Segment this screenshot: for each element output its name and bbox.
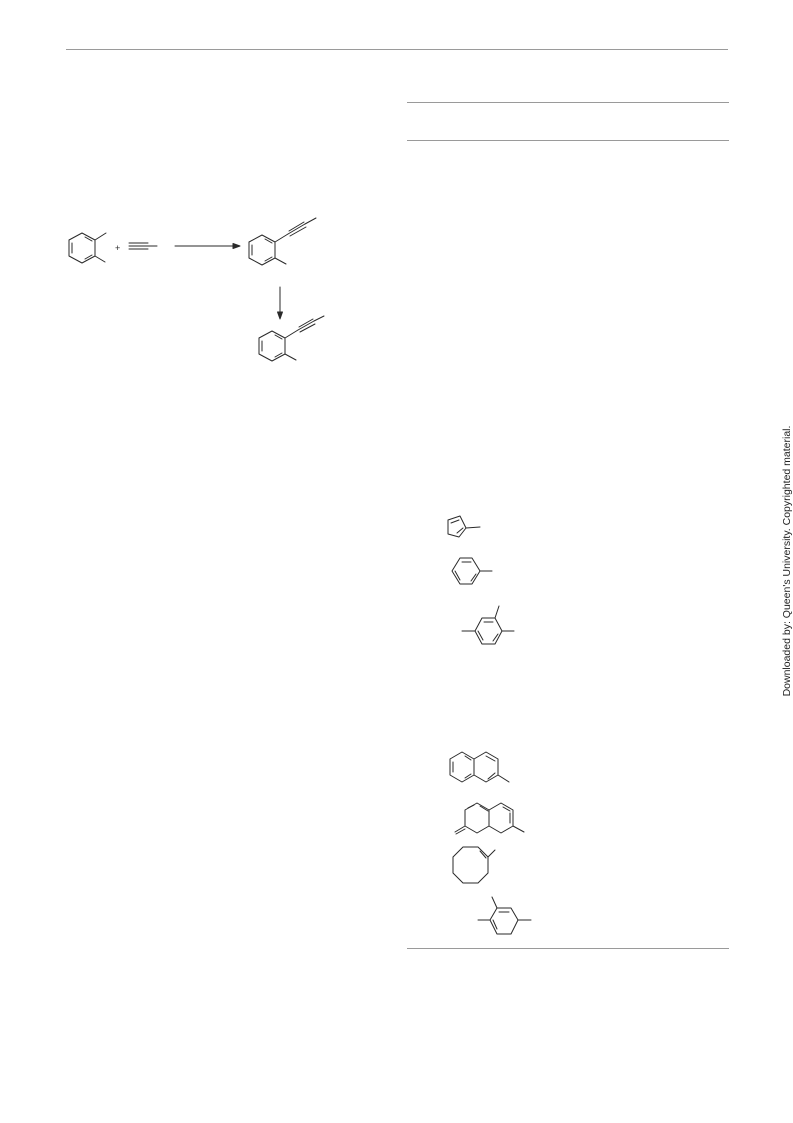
table-structure-furyl (447, 515, 481, 538)
reactant-alkyne-structure (128, 242, 158, 250)
plus-sign: + (115, 243, 120, 253)
reaction-arrow-down (277, 286, 283, 320)
reaction-arrow-right (174, 243, 241, 249)
table-structure-dimethylpyrimidyl (461, 605, 515, 645)
reactant-arene-structure (68, 232, 107, 264)
table-structure-quinolinyl (449, 751, 510, 783)
product-final-structure (258, 315, 325, 362)
header-rule (66, 49, 728, 50)
table-structure-cyclooctenyl (452, 846, 496, 884)
table-structure-coumarinyl (454, 802, 525, 835)
table-structure-cyclohexadienyl (477, 896, 532, 935)
table-top-rule (407, 102, 729, 103)
table-bottom-rule (407, 948, 729, 949)
table-structure-pyridyl (451, 557, 493, 585)
product-alkynyl-arene-structure (248, 217, 317, 266)
download-watermark: Downloaded by: Queen's University. Copyr… (781, 425, 793, 697)
table-header-rule (407, 140, 729, 141)
